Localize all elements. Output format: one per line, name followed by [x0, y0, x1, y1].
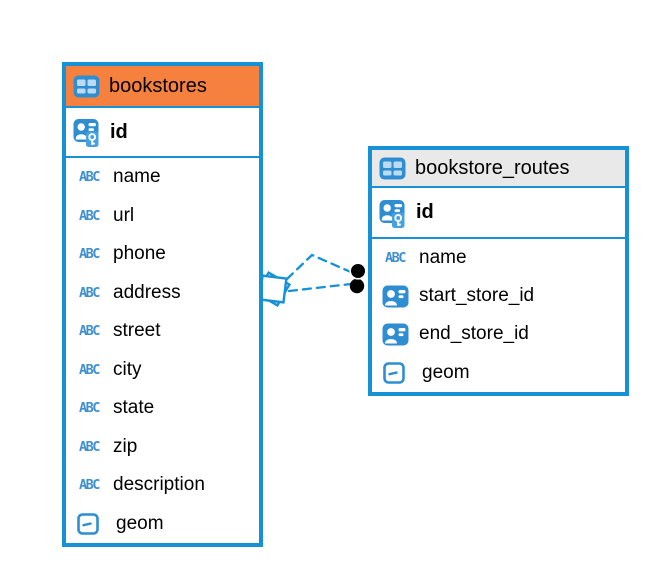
- table-icon: [379, 157, 406, 180]
- primary-key-icon: [378, 199, 408, 230]
- column-row[interactable]: ABC address: [66, 274, 259, 313]
- column-row[interactable]: start_store_id: [372, 277, 625, 315]
- relationship-endpoint-dot[interactable]: [349, 262, 367, 280]
- column-row[interactable]: ABC phone: [66, 235, 259, 274]
- column-row[interactable]: end_store_id: [372, 315, 625, 353]
- foreign-key-icon: [380, 285, 410, 308]
- primary-key-row[interactable]: id: [66, 108, 259, 158]
- column-row[interactable]: ABC zip: [66, 428, 259, 467]
- column-row[interactable]: ABC street: [66, 312, 259, 351]
- primary-key-row[interactable]: id: [372, 188, 625, 239]
- table-header[interactable]: bookstore_routes: [372, 150, 625, 188]
- primary-key-icon: [72, 118, 102, 149]
- column-label: phone: [113, 243, 166, 265]
- table-icon: [73, 75, 100, 98]
- column-row[interactable]: ABC city: [66, 351, 259, 390]
- relationship-line-upper[interactable]: [285, 253, 355, 281]
- column-label: state: [113, 397, 155, 419]
- column-label: geom: [116, 512, 164, 534]
- table-title: bookstores: [109, 74, 207, 97]
- column-label: address: [113, 281, 181, 303]
- column-label: street: [113, 320, 161, 342]
- column-label: url: [113, 204, 135, 226]
- column-row[interactable]: geom: [66, 505, 259, 544]
- text-type-icon: ABC: [79, 246, 100, 263]
- relationship-source-marker[interactable]: [254, 270, 292, 308]
- column-label: geom: [422, 361, 470, 383]
- text-type-icon: ABC: [79, 400, 100, 417]
- column-row[interactable]: geom: [372, 354, 625, 392]
- column-label: id: [416, 201, 434, 223]
- column-label: description: [113, 474, 205, 496]
- column-label: name: [113, 166, 161, 188]
- text-type-icon: ABC: [79, 284, 100, 301]
- table-title: bookstore_routes: [415, 156, 570, 179]
- column-label: name: [419, 247, 467, 269]
- relationship-line-lower[interactable]: [287, 282, 353, 293]
- column-row[interactable]: ABC name: [66, 158, 259, 197]
- relationship-endpoint-dot[interactable]: [349, 278, 365, 294]
- text-type-icon: ABC: [79, 169, 100, 186]
- text-type-icon: ABC: [385, 250, 406, 267]
- geometry-type-icon: [74, 512, 107, 535]
- column-row[interactable]: ABC name: [372, 239, 625, 277]
- text-type-icon: ABC: [79, 323, 100, 340]
- column-label: end_store_id: [419, 323, 529, 345]
- entity-table-bookstore-routes[interactable]: bookstore_routes id ABC name start_store_i…: [368, 146, 629, 396]
- text-type-icon: ABC: [79, 477, 100, 494]
- foreign-key-icon: [380, 323, 410, 346]
- column-label: zip: [113, 435, 138, 457]
- text-type-icon: ABC: [79, 438, 100, 455]
- column-label: id: [110, 120, 128, 143]
- text-type-icon: ABC: [79, 207, 100, 224]
- column-row[interactable]: ABC state: [66, 389, 259, 428]
- table-header[interactable]: bookstores: [66, 66, 259, 108]
- geometry-type-icon: [380, 361, 413, 384]
- column-row[interactable]: ABC url: [66, 197, 259, 236]
- text-type-icon: ABC: [79, 361, 100, 378]
- column-row[interactable]: ABC description: [66, 466, 259, 505]
- column-label: start_store_id: [419, 285, 535, 307]
- column-label: city: [113, 358, 142, 380]
